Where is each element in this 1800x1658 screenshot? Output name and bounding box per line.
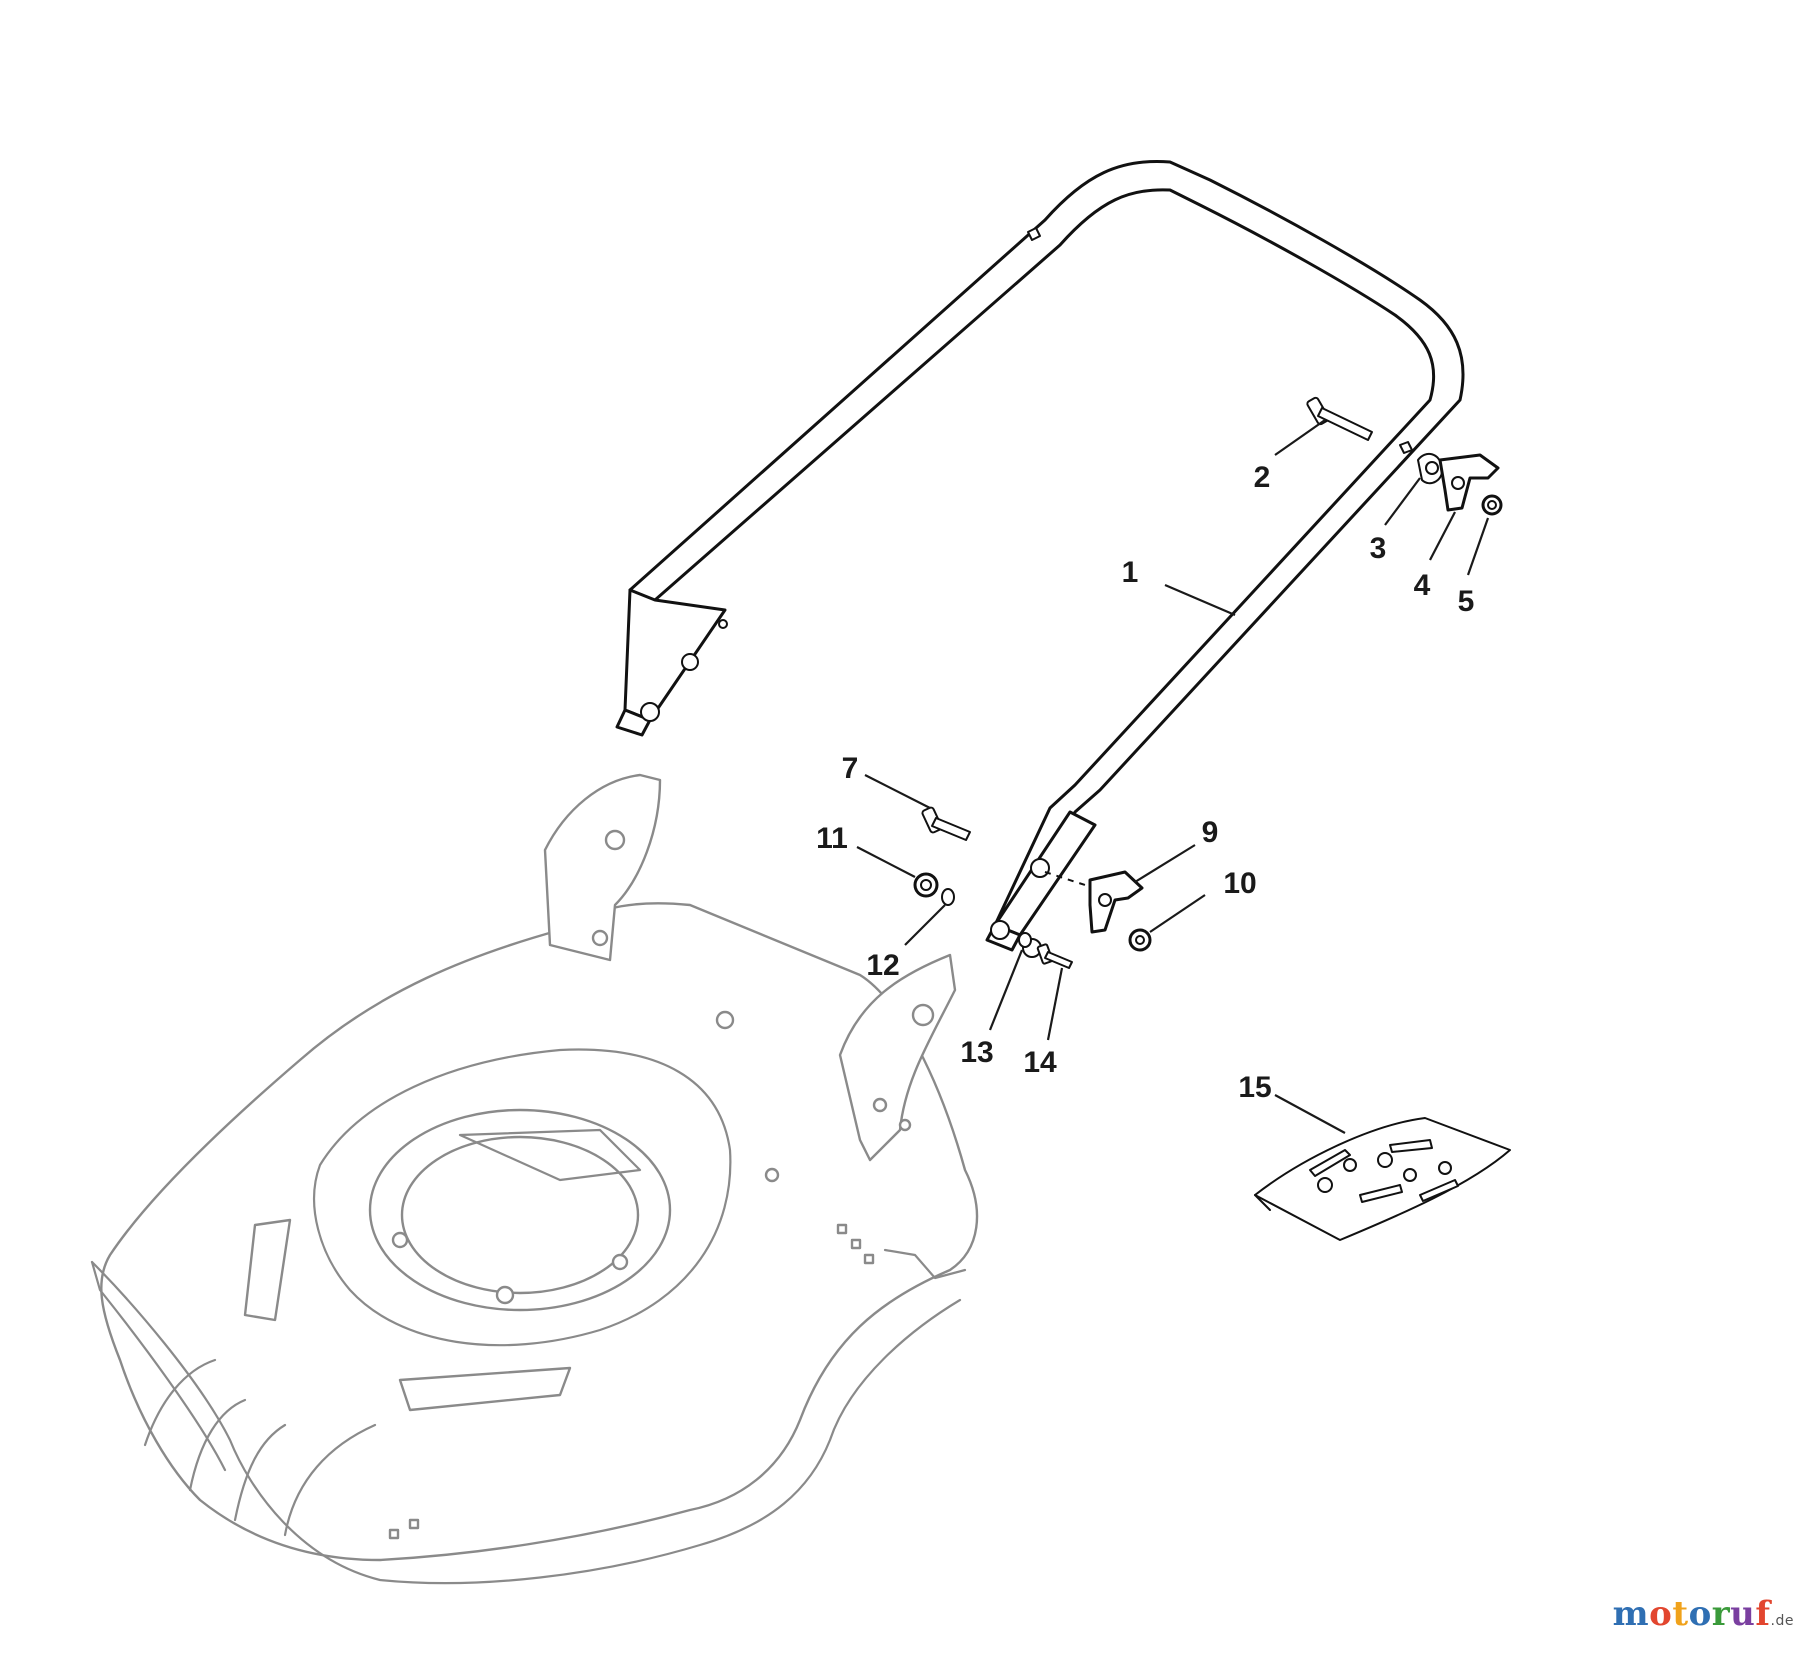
watermark-letter: m — [1612, 1594, 1650, 1634]
callout-labels: 1 2 3 4 5 7 9 10 11 12 13 14 15 — [816, 461, 1474, 1104]
leader-15 — [1274, 1094, 1346, 1134]
nut-part-10 — [1128, 928, 1152, 952]
callout-12: 12 — [866, 949, 899, 982]
callout-1: 1 — [1122, 556, 1139, 589]
callout-5: 5 — [1458, 585, 1475, 618]
washer-part-12 — [941, 888, 955, 906]
leader-13 — [988, 949, 1024, 1031]
watermark-letter: r — [1711, 1594, 1731, 1634]
callout-14: 14 — [1023, 1046, 1057, 1079]
callout-3: 3 — [1370, 532, 1387, 565]
leader-1 — [1164, 583, 1236, 617]
screw-part-14 — [1036, 943, 1073, 969]
leader-lines — [856, 419, 1490, 1134]
bolt-part-2 — [1306, 396, 1373, 441]
callout-2: 2 — [1254, 461, 1271, 494]
callout-13: 13 — [960, 1036, 993, 1069]
handle-assembly — [615, 159, 1465, 958]
watermark-letter: t — [1672, 1594, 1689, 1634]
watermark-tld: .de — [1770, 1613, 1794, 1629]
leader-5 — [1466, 517, 1490, 576]
washer-part-3 — [1417, 452, 1444, 485]
site-watermark-logo: motoruf.de — [1613, 1594, 1794, 1634]
washer-part-13 — [1018, 932, 1032, 948]
leader-12 — [904, 904, 946, 946]
watermark-letter: o — [1649, 1594, 1673, 1634]
leader-10 — [1149, 894, 1206, 933]
hardware-bag-part-15 — [1254, 1117, 1511, 1241]
watermark-letter: u — [1730, 1594, 1756, 1634]
callout-15: 15 — [1238, 1071, 1271, 1104]
nut-part-11 — [913, 872, 939, 898]
leader-7 — [864, 774, 931, 809]
watermark-letter: o — [1688, 1594, 1712, 1634]
knob-part-4 — [1438, 453, 1500, 512]
callout-7: 7 — [842, 752, 859, 785]
watermark-letter: f — [1755, 1594, 1771, 1634]
callout-11: 11 — [816, 822, 848, 855]
leader-14 — [1046, 967, 1064, 1041]
leader-11 — [856, 846, 916, 878]
callout-10: 10 — [1223, 867, 1256, 900]
bolt-part-7 — [921, 806, 971, 841]
mower-deck — [90, 773, 979, 1585]
callout-9: 9 — [1202, 816, 1219, 849]
leader-2 — [1274, 419, 1326, 456]
knob-part-9 — [1088, 870, 1144, 934]
leader-3 — [1384, 477, 1421, 526]
leader-4 — [1429, 511, 1456, 561]
callout-4: 4 — [1414, 569, 1431, 602]
nut-part-5 — [1481, 494, 1503, 516]
leader-9 — [1134, 844, 1196, 883]
